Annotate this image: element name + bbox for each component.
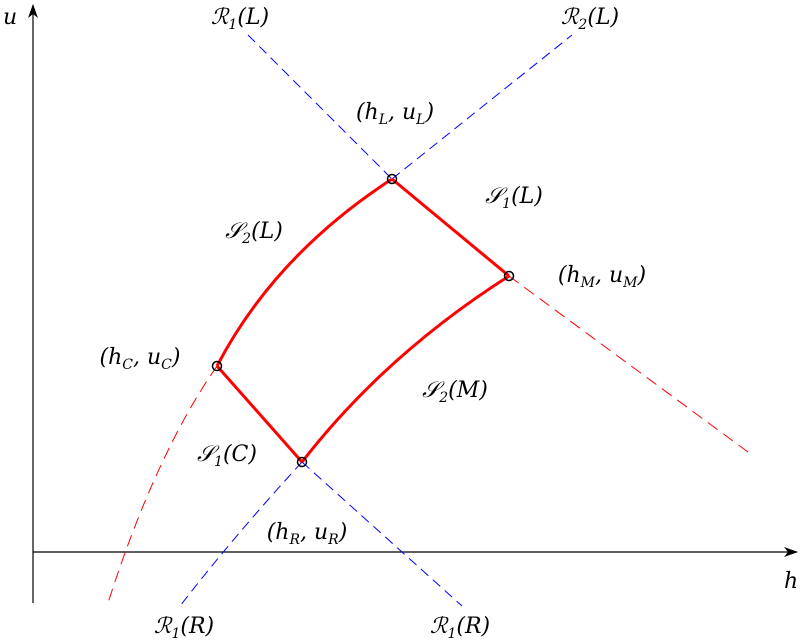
label-s2-l: 𝒮2(L) [225, 219, 283, 247]
label-text: ℛ [430, 614, 449, 639]
label-text: (h [558, 263, 581, 288]
u-axis-label: u [3, 5, 17, 30]
label-subscript: M [622, 275, 638, 291]
label-text: ℛ [211, 5, 230, 30]
label-text: ℛ [154, 614, 173, 639]
label-subscript: 1 [171, 626, 180, 642]
label-text: , u [595, 263, 623, 288]
rarefaction-r1-l-line [247, 34, 393, 180]
label-subscript: 1 [214, 454, 223, 470]
shock-extension-c-curve [106, 365, 218, 607]
s2-l-curve [215, 177, 393, 367]
label-text: (L) [587, 5, 619, 30]
label-text: ) [424, 100, 434, 125]
label-text: , u [133, 345, 161, 370]
shock-extension-m-line [508, 275, 753, 456]
label-subscript: R [288, 532, 300, 548]
label-subscript: 2 [438, 390, 448, 406]
rarefaction-r1-r-left-line [179, 461, 303, 607]
label-subscript: 2 [241, 231, 251, 247]
label-s1-c: 𝒮1(C) [197, 442, 257, 470]
label-text: (L) [237, 5, 269, 30]
label-text: ) [637, 263, 647, 288]
rarefaction-r2-l-line [391, 34, 573, 180]
label-s1-l: 𝒮1(L) [485, 184, 543, 212]
label-subscript: C [161, 357, 172, 373]
s1-c-curve [215, 365, 304, 463]
label-text: (h [100, 345, 123, 370]
h-axis-label: h [784, 569, 798, 594]
label-text: (L) [251, 219, 283, 244]
label-text: (h [267, 520, 290, 545]
label-s2-m: 𝒮2(M) [422, 378, 488, 406]
label-subscript: 1 [447, 626, 456, 642]
label-subscript: L [415, 112, 425, 128]
label-text: , u [300, 520, 328, 545]
label-text: (L) [511, 184, 543, 209]
label-subscript: 1 [228, 17, 237, 33]
label-subscript: M [580, 275, 596, 291]
point-m-marker [503, 270, 515, 282]
label-text: (C) [223, 442, 257, 467]
label-subscript: 2 [577, 17, 587, 33]
label-text: , u [388, 100, 416, 125]
label-subscript: L [378, 112, 388, 128]
point-c-marker [211, 360, 223, 372]
label-subscript: C [122, 357, 133, 373]
label-r1-r-left: ℛ1(R) [154, 614, 214, 642]
rarefaction-r1-r-right-line [301, 461, 463, 607]
label-point-c: (hC, uC) [100, 345, 181, 373]
label-subscript: 1 [502, 196, 511, 212]
label-r1-l: ℛ1(L) [211, 5, 269, 33]
label-text: ℛ [561, 5, 580, 30]
label-point-l: (hL, uL) [356, 100, 434, 128]
label-point-r: (hR, uR) [267, 520, 348, 548]
label-text: (M) [448, 378, 488, 403]
label-text: (h [356, 100, 379, 125]
s1-l-curve [391, 177, 510, 278]
label-subscript: R [327, 532, 339, 548]
s2-m-curve [300, 274, 510, 463]
label-point-m: (hM, uM) [558, 263, 646, 291]
label-r1-r-right: ℛ1(R) [430, 614, 490, 642]
point-r-marker [296, 456, 308, 468]
label-text: ) [171, 345, 181, 370]
label-text: ) [338, 520, 348, 545]
label-text: (R) [180, 614, 214, 639]
label-r2-l: ℛ2(L) [561, 5, 619, 33]
label-text: (R) [456, 614, 490, 639]
point-l-marker [386, 173, 398, 185]
